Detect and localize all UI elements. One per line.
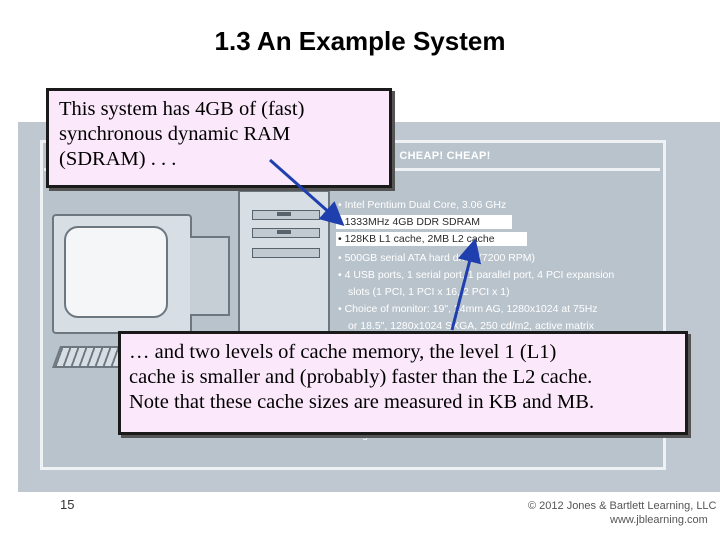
- callout-sdram: This system has 4GB of (fast) synchronou…: [46, 88, 392, 188]
- callout-cache-line: … and two levels of cache memory, the le…: [129, 341, 557, 363]
- spec-item: • 4 USB ports, 1 serial port, 1 parallel…: [338, 269, 615, 281]
- spec-item: • Choice of monitor: 19", 24mm AG, 1280x…: [338, 303, 598, 315]
- monitor-screen: [64, 226, 168, 318]
- advertisement-header-text: ! CHEAP! CHEAP!: [392, 150, 491, 162]
- drive-bay: [252, 248, 320, 258]
- spec-item: slots (1 PCI, 1 PCI x 16, 2 PCI x 1): [348, 286, 510, 298]
- spec-item: • 500GB serial ATA hard drive (7200 RPM): [338, 252, 536, 264]
- slide-title: 1.3 An Example System: [214, 26, 506, 56]
- website-link[interactable]: www.jblearning.com: [610, 514, 708, 526]
- drive-bay: [252, 210, 320, 220]
- monitor-icon: [52, 214, 230, 334]
- monitor-depth: [190, 236, 230, 316]
- spec-item: • Intel Pentium Dual Core, 3.06 GHz: [338, 199, 507, 211]
- drive-bay: [252, 228, 320, 238]
- page-number: 15: [60, 497, 75, 512]
- computer-tower-icon: [238, 190, 330, 338]
- callout-cache-line: cache is smaller and (probably) faster t…: [129, 366, 593, 388]
- callout-cache: … and two levels of cache memory, the le…: [118, 331, 688, 435]
- callout-cache-line: Note that these cache sizes are measured…: [129, 391, 595, 413]
- copyright-text: © 2012 Jones & Bartlett Learning, LLC: [528, 500, 717, 512]
- spec-item-highlighted: • 1333MHz 4GB DDR SDRAM: [336, 215, 512, 229]
- spec-item-highlighted: • 128KB L1 cache, 2MB L2 cache: [336, 232, 527, 246]
